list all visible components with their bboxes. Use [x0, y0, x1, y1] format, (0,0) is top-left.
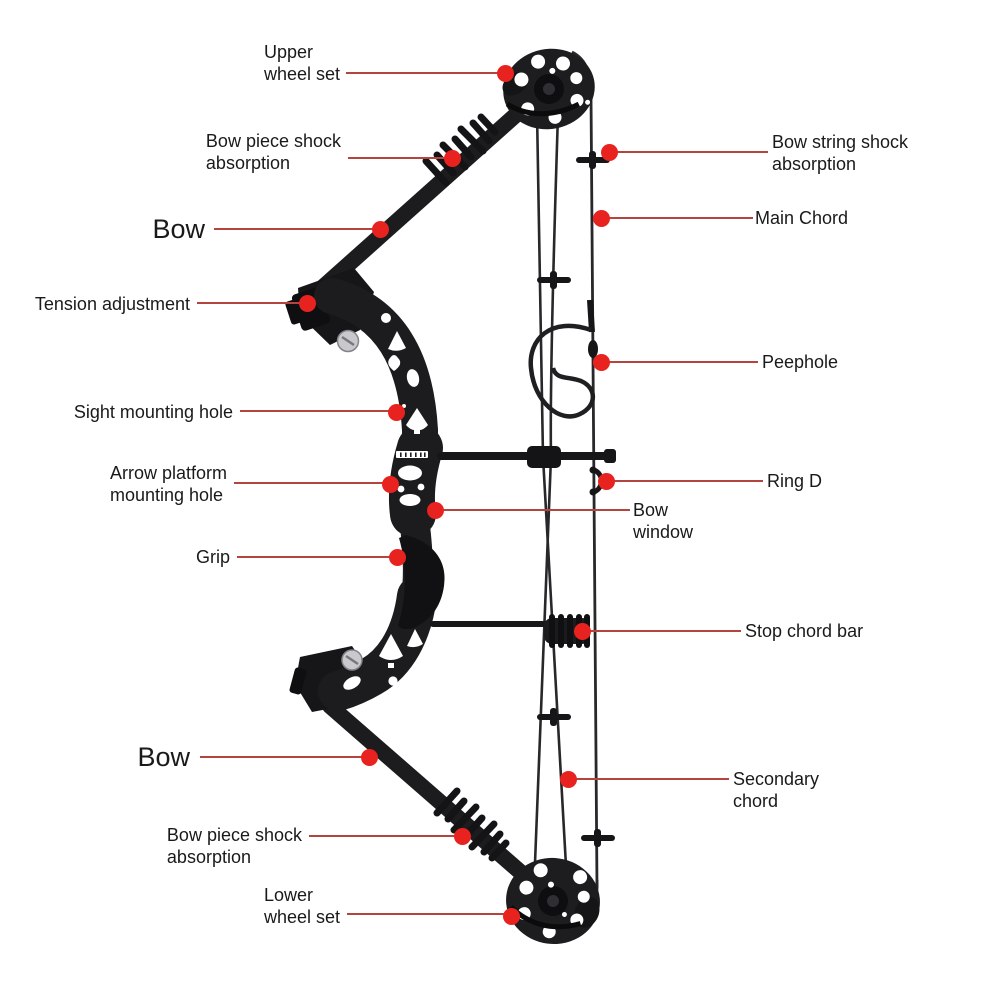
- dot-stop-chord-bar: [574, 623, 591, 640]
- dot-upper-wheel-set: [497, 65, 514, 82]
- label-stop-chord-bar: Stop chord bar: [745, 621, 864, 641]
- cable-b: [533, 113, 560, 864]
- leader-bow-piece-shock-absorption-lower: [309, 835, 464, 837]
- leader-bow-lower: [200, 756, 371, 758]
- bow-string-shock-absorber-icon: [576, 151, 610, 169]
- label-peephole: Peephole: [762, 352, 839, 372]
- label-ring-d: Ring D: [767, 471, 823, 491]
- upper-limb: [314, 80, 554, 296]
- leader-arrow-platform-mounting-hole: [234, 482, 392, 484]
- cable-silencer-upper-icon: [537, 271, 571, 289]
- label-bow-piece-shock-absorption-lower: Bow piece shock absorption: [166, 825, 302, 867]
- dot-bow-window: [427, 502, 444, 519]
- label-grip: Grip: [195, 547, 230, 567]
- dot-arrow-platform-mounting-hole: [382, 476, 399, 493]
- cable-silencer-lower-icon: [537, 708, 571, 726]
- dot-main-chord: [593, 210, 610, 227]
- leader-secondary-chord: [574, 778, 729, 780]
- dot-bow-piece-shock-absorption-lower: [454, 828, 471, 845]
- dot-bow-upper: [372, 221, 389, 238]
- label-main-chord: Main Chord: [755, 208, 849, 228]
- leader-lower-wheel-set: [347, 913, 513, 915]
- label-secondary-chord: Secondary chord: [733, 769, 820, 811]
- label-bow-lower: Bow: [137, 742, 190, 772]
- dot-secondary-chord: [560, 771, 577, 788]
- cable-a: [535, 111, 568, 867]
- leader-stop-chord-bar: [588, 630, 741, 632]
- leader-ring-d: [612, 480, 763, 482]
- leader-peephole: [607, 361, 758, 363]
- leader-tension-adjustment: [197, 302, 309, 304]
- dot-tension-adjustment: [299, 295, 316, 312]
- lower-cam: [506, 857, 600, 945]
- riser: [314, 278, 443, 711]
- riser-brand-mark: [396, 451, 428, 458]
- label-bow-window: Bow window: [633, 500, 694, 542]
- dot-bow-string-shock-absorption: [601, 144, 618, 161]
- string-silencer-icons: [537, 151, 615, 847]
- peep-sight-icon: [528, 299, 598, 419]
- leader-upper-wheel-set: [346, 72, 508, 74]
- leader-main-chord: [607, 217, 753, 219]
- arrow-platform-rod: [437, 446, 616, 468]
- leader-sight-mounting-hole: [240, 410, 398, 412]
- string-silencer-bottom-icon: [581, 829, 615, 847]
- label-sight-mounting-hole: Sight mounting hole: [73, 402, 233, 422]
- leader-bow-piece-shock-absorption-upper: [348, 157, 454, 159]
- leader-bow-window: [441, 509, 630, 511]
- label-bow-string-shock-absorption: Bow string shock absorption: [772, 132, 909, 174]
- leader-bow-string-shock-absorption: [613, 151, 768, 153]
- leader-grip: [237, 556, 399, 558]
- label-arrow-platform-mounting-hole: Arrow platform mounting hole: [109, 463, 227, 505]
- stop-chord-bar-shape: [430, 614, 590, 648]
- leader-bow-upper: [214, 228, 382, 230]
- dot-sight-mounting-hole: [388, 404, 405, 421]
- label-upper-wheel-set: Upper wheel set: [263, 42, 340, 84]
- lower-limb-shock-rings: [433, 787, 510, 862]
- label-lower-wheel-set: Lower wheel set: [263, 885, 340, 927]
- limb-bolts: [336, 329, 363, 671]
- dot-bow-lower: [361, 749, 378, 766]
- dot-peephole: [593, 354, 610, 371]
- grip-shape: [398, 535, 445, 630]
- upper-cam: [502, 48, 595, 130]
- label-bow-upper: Bow: [152, 214, 205, 244]
- dot-ring-d: [598, 473, 615, 490]
- dot-grip: [389, 549, 406, 566]
- label-bow-piece-shock-absorption-upper: Bow piece shock absorption: [205, 131, 341, 173]
- bow-strings: [533, 50, 599, 942]
- dot-lower-wheel-set: [503, 908, 520, 925]
- lower-limb: [322, 698, 557, 905]
- label-tension-adjustment: Tension adjustment: [34, 294, 190, 314]
- dot-bow-piece-shock-absorption-upper: [444, 150, 461, 167]
